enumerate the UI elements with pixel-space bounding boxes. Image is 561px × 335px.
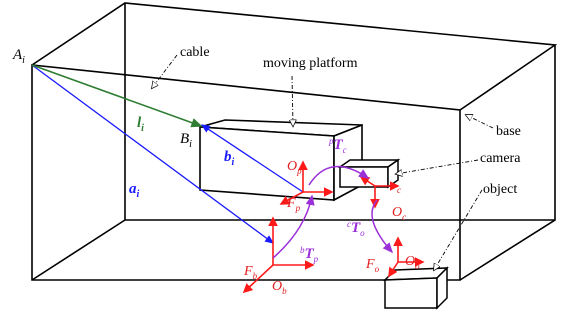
label-pTc: T [334, 137, 344, 153]
label-a-sub: i [137, 189, 140, 200]
svg-text:bi: bi [224, 149, 235, 168]
label-O-o: O [405, 254, 415, 269]
object-box [383, 266, 449, 310]
note-moving-platform: moving platform [263, 56, 358, 71]
svg-text:Bi: Bi [180, 131, 192, 150]
label-cTo: T [351, 220, 361, 236]
label-B-sub: i [189, 139, 192, 150]
transform-b-to-p [272, 194, 315, 259]
svg-text:bTp: bTp [300, 245, 319, 264]
svg-text:Fo: Fo [365, 257, 380, 274]
svg-text:Oo: Oo [405, 254, 420, 271]
label-O-p: O [287, 159, 297, 174]
label-l-sub: i [141, 123, 144, 134]
label-bTp-sup: b [300, 245, 305, 255]
note-base: base [496, 124, 521, 139]
svg-text:cTo: cTo [347, 219, 365, 238]
base-frame [31, 2, 558, 281]
label-O-b: O [272, 279, 282, 294]
transform-c-to-o [371, 199, 393, 254]
note-object: object [483, 182, 517, 197]
svg-text:Oc: Oc [392, 205, 406, 222]
label-cTo-sup: c [347, 219, 351, 229]
label-b-sub: i [232, 157, 235, 168]
callout-leaders [152, 54, 494, 270]
svg-text:Op: Op [287, 159, 302, 176]
label-l: l [137, 115, 142, 131]
svg-text:Fb: Fb [243, 264, 258, 281]
label-bTp: T [305, 246, 315, 262]
cable-vector-l-i [31, 64, 203, 128]
label-A: A [12, 47, 23, 63]
transform-p-to-c [308, 165, 370, 186]
svg-text:Fp: Fp [286, 196, 301, 213]
label-O-c: O [392, 205, 402, 220]
svg-text:li: li [137, 115, 144, 134]
svg-text:ai: ai [129, 181, 140, 200]
label-b: b [224, 149, 232, 165]
note-cable: cable [180, 45, 210, 60]
label-B: B [180, 131, 189, 147]
labels: Ai Bi li ai bi cable moving platform bas… [12, 45, 521, 296]
label-A-sub: i [22, 55, 25, 66]
note-camera: camera [480, 151, 521, 166]
label-F-b: F [243, 264, 253, 279]
label-a: a [129, 181, 137, 197]
vector-b-i [200, 124, 304, 193]
transform-arcs [272, 165, 393, 259]
label-F-p: F [286, 196, 296, 211]
vector-a-i [31, 64, 275, 244]
svg-text:pTc: pTc [328, 136, 347, 155]
label-pTc-sup: p [328, 136, 334, 146]
svg-text:Ob: Ob [272, 279, 287, 296]
label-c-small: c [397, 185, 401, 195]
svg-text:Ai: Ai [12, 47, 25, 66]
label-F-o: F [365, 257, 375, 272]
